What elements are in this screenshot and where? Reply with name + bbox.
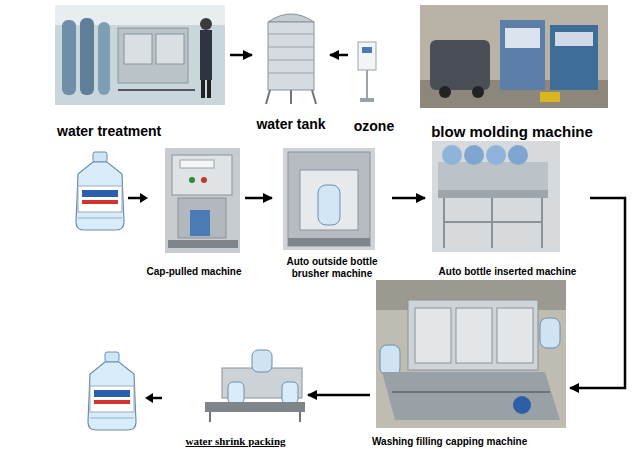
shrink-packing-photo xyxy=(205,350,305,422)
arrow-head xyxy=(145,393,153,403)
machine-station: Cap-pulled machine xyxy=(143,145,245,278)
flow-arrow xyxy=(392,197,425,200)
machine-station: Washing filling capping machine xyxy=(370,278,570,448)
water-tank-photo xyxy=(266,14,316,104)
arrow-head xyxy=(140,193,148,203)
station-label: Cap-pulled machine xyxy=(144,266,243,278)
station-label: water treatment xyxy=(55,123,163,140)
station-label: water shrink packing xyxy=(183,435,287,448)
station-label: ozone xyxy=(352,118,396,135)
flow-arrow xyxy=(245,197,272,200)
machine-station: Auto bottle inserted machine xyxy=(425,138,590,278)
blow-molding-photo xyxy=(420,5,608,108)
machine-station: ozone xyxy=(348,20,400,135)
machine-station: water tank xyxy=(252,5,330,133)
ozone-generator-photo xyxy=(358,42,376,102)
station-label: Washing filling capping machine xyxy=(370,436,529,448)
arrow-line xyxy=(128,197,142,200)
flow-arrow xyxy=(570,198,625,388)
machine-station: Auto outside bottle brusher machine xyxy=(272,145,392,280)
station-label: water tank xyxy=(254,116,327,133)
arrow-line xyxy=(152,397,162,400)
washing-filling-capping-photo xyxy=(376,280,566,428)
machine-station: blow molding machine xyxy=(412,5,612,141)
station-label: Auto outside bottle brusher machine xyxy=(272,256,392,280)
bottle-icon xyxy=(76,152,124,230)
machine-station: water treatment xyxy=(55,5,230,140)
machine-station: water shrink packing xyxy=(163,335,308,448)
bottle-icon xyxy=(88,352,136,430)
water-treatment-photo xyxy=(55,5,225,105)
brusher-photo xyxy=(283,148,375,250)
station-label: Auto bottle inserted machine xyxy=(437,266,579,278)
flow-arrow xyxy=(308,394,370,397)
bottle-inserted-photo xyxy=(432,140,560,252)
flow-arrow xyxy=(230,54,252,57)
station-label: blow molding machine xyxy=(429,123,595,141)
cap-pulled-photo xyxy=(165,148,240,253)
flow-arrow xyxy=(330,54,348,57)
